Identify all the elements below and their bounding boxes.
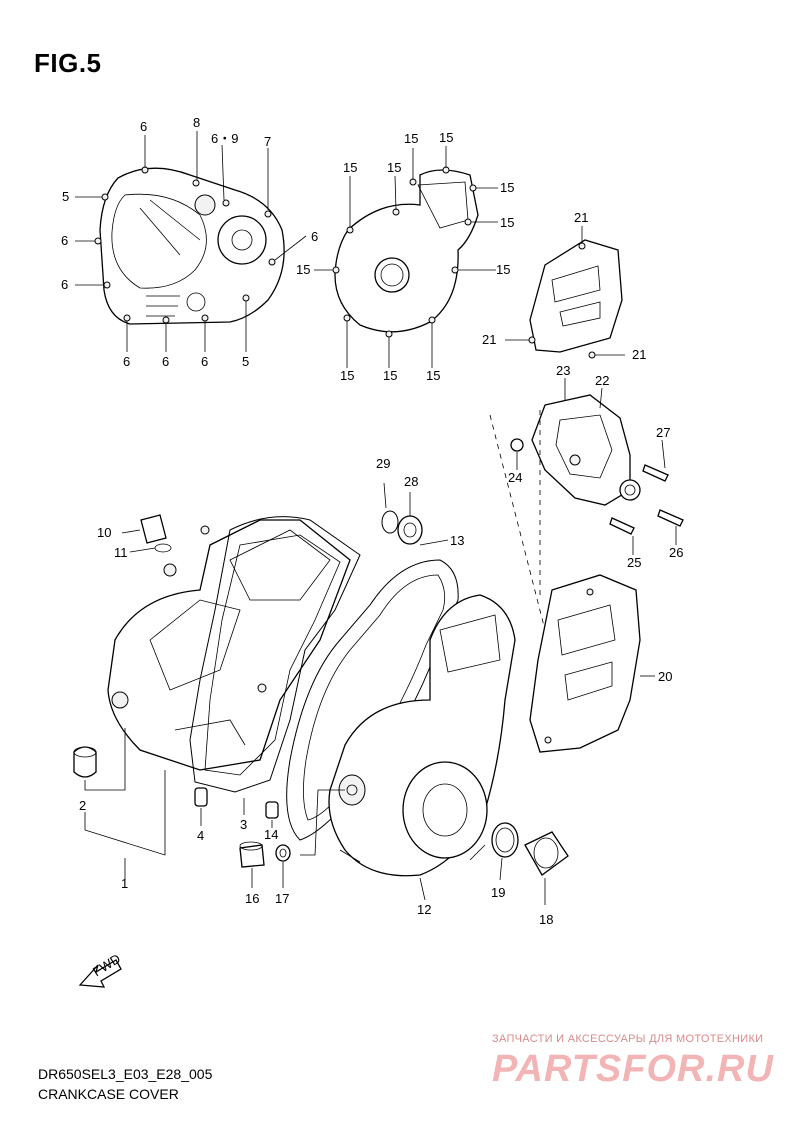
callout-21: 21	[482, 332, 496, 347]
callout-15: 15	[496, 262, 510, 277]
forward-direction-icon: FWD	[78, 951, 123, 988]
left-crankcase-cover	[107, 519, 351, 771]
bottom-leader-lines	[84, 482, 546, 905]
diagram-name: CRANKCASE COVER	[38, 1086, 179, 1102]
callout-13: 13	[450, 533, 464, 548]
callout-24: 24	[508, 470, 522, 485]
callout-27: 27	[656, 425, 670, 440]
callout-19: 19	[491, 885, 505, 900]
callout-15: 15	[500, 180, 514, 195]
callout-21: 21	[574, 210, 588, 225]
callout-17: 17	[275, 891, 289, 906]
clutch-cover-bolt-pattern	[75, 131, 307, 352]
callout-6: 6	[311, 229, 318, 244]
right-crankcase-cover	[328, 594, 516, 877]
callout-28: 28	[404, 474, 418, 489]
callout-5: 5	[62, 189, 69, 204]
watermark-logo: PARTSFOR.RU	[492, 1048, 774, 1090]
watermark-tagline: ЗАПЧАСТИ И АКСЕССУАРЫ ДЛЯ МОТОТЕХНИКИ	[492, 1033, 764, 1045]
magneto-cover-bolt-pattern	[314, 146, 498, 368]
sprocket-cover-top	[505, 226, 625, 359]
callout-4: 4	[197, 828, 204, 843]
callout-15: 15	[296, 262, 310, 277]
callout-25: 25	[627, 555, 641, 570]
callout-6: 6	[162, 354, 169, 369]
callout-15: 15	[343, 160, 357, 175]
callout-8: 8	[193, 115, 200, 130]
callout-11: 11	[114, 545, 128, 560]
cover-gasket	[189, 516, 361, 793]
callout-21: 21	[632, 347, 646, 362]
callout-6: 6	[123, 354, 130, 369]
callout-15: 15	[500, 215, 514, 230]
callout-23: 23	[556, 363, 570, 378]
callout-6-9: 6・9	[211, 131, 238, 146]
callout-7: 7	[264, 134, 271, 149]
callout-2: 2	[79, 798, 86, 813]
callout-6: 6	[61, 233, 68, 248]
callout-16: 16	[245, 891, 259, 906]
callout-6: 6	[140, 119, 147, 134]
callout-15: 15	[383, 368, 397, 383]
callout-6: 6	[201, 354, 208, 369]
callout-12: 12	[417, 902, 431, 917]
pump-cover-assembly	[489, 378, 684, 631]
callout-5: 5	[242, 354, 249, 369]
callout-26: 26	[669, 545, 683, 560]
callout-14: 14	[264, 827, 278, 842]
callout-10: 10	[97, 525, 111, 540]
callout-15: 15	[404, 131, 418, 146]
callout-3: 3	[240, 817, 247, 832]
diagram-code: DR650SEL3_E03_E28_005	[38, 1066, 213, 1082]
callout-18: 18	[539, 912, 553, 927]
callout-15: 15	[340, 368, 354, 383]
callout-15: 15	[439, 130, 453, 145]
callout-15: 15	[387, 160, 401, 175]
callout-22: 22	[595, 373, 609, 388]
callout-1: 1	[121, 876, 128, 891]
callout-20: 20	[658, 669, 672, 684]
callout-numbers: 6 8 6・9 7 5 6 6 6 6 6 6 5 15 15 15 15 15…	[61, 115, 683, 927]
callout-29: 29	[376, 456, 390, 471]
small-parts	[73, 510, 569, 876]
sprocket-cover-lower	[529, 574, 655, 753]
figure-title: FIG.5	[34, 48, 102, 78]
callout-6: 6	[61, 277, 68, 292]
callout-15: 15	[426, 368, 440, 383]
